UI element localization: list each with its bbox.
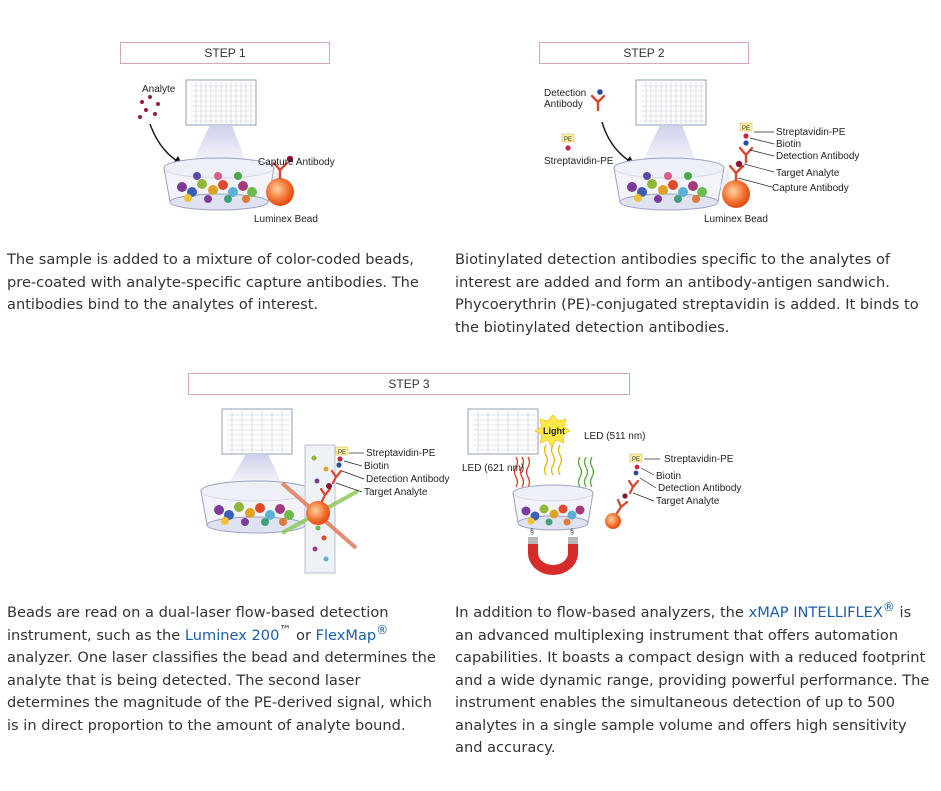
analyte-dots <box>138 95 160 119</box>
luminex-bead-icon <box>266 178 294 206</box>
flexmap-link[interactable]: FlexMap <box>315 626 377 644</box>
luminex-200-link[interactable]: Luminex 200 <box>184 626 280 644</box>
step3-title: STEP 3 <box>388 377 430 391</box>
svg-text:§: § <box>530 529 534 536</box>
biotin-label: Biotin <box>364 461 389 472</box>
step3-left-figure: PE Streptavidin-PE Biotin Detection Anti… <box>196 403 449 578</box>
step3-right-description: In addition to flow-based analyzers, the… <box>455 600 931 760</box>
microplate-icon <box>635 79 707 126</box>
left-desc-part2: or <box>291 626 316 644</box>
microplate-icon <box>467 408 539 455</box>
target-analyte-label: Target Analyte <box>656 496 720 507</box>
capture-antibody-label: Capture Antibody <box>258 157 335 168</box>
luminex-bead-label: Luminex Bead <box>704 214 768 225</box>
detection-antibody-icon <box>590 94 606 112</box>
detection-antibody-label-2: Antibody <box>544 99 583 110</box>
left-desc-part3: analyzer. One laser classifies the bead … <box>7 649 436 734</box>
detection-antibody-label: Detection Antibody <box>658 483 741 494</box>
step2-figure: Detection Antibody PE Streptavidin-PE <box>540 72 860 232</box>
luminex-bead-icon <box>306 501 330 525</box>
led-511-label: LED (511 nm) <box>584 431 646 442</box>
step3-title-box: STEP 3 <box>188 373 630 395</box>
sample-dish <box>613 157 725 211</box>
tm-mark: ™ <box>279 622 292 637</box>
microplate-icon <box>221 408 293 455</box>
step1-title-box: STEP 1 <box>120 42 330 64</box>
stack-biotin-label: Biotin <box>776 139 801 150</box>
pe-badge: PE <box>564 137 572 143</box>
step1-title: STEP 1 <box>204 46 246 60</box>
step2-title: STEP 2 <box>623 46 665 60</box>
analyte-label: Analyte <box>142 84 176 95</box>
streptavidin-pe-label: Streptavidin-PE <box>664 454 734 465</box>
sample-dish <box>512 484 594 531</box>
stack-capture-antibody-label: Capture Antibody <box>772 183 849 194</box>
light-burst-icon: Light <box>534 414 571 448</box>
detection-antibody-label-1: Detection <box>544 88 586 99</box>
detection-antibody-label: Detection Antibody <box>366 474 449 485</box>
pe-badge-stack: PE <box>742 126 750 132</box>
luminex-bead-icon <box>605 513 621 529</box>
step3-right-figure: Light LED (511 nm) LED (621 nm) §§ <box>460 403 741 588</box>
stack-target-analyte-label: Target Analyte <box>776 168 840 179</box>
step1-figure: Analyte Capture Antibody Luminex Bead <box>120 72 350 232</box>
sample-dish <box>163 157 275 211</box>
stack-detection-antibody-label: Detection Antibody <box>776 151 859 162</box>
stack-streptavidin-pe-label: Streptavidin-PE <box>776 127 846 138</box>
right-desc-part2: is an advanced multiplexing instrument t… <box>455 604 930 756</box>
svg-text:§: § <box>570 529 574 536</box>
light-label: Light <box>543 426 565 436</box>
xmap-intelliflex-link[interactable]: xMAP INTELLIFLEX <box>748 604 883 621</box>
luminex-bead-label: Luminex Bead <box>254 214 318 225</box>
sample-dish <box>200 480 312 534</box>
reg-mark: ® <box>882 600 895 615</box>
step1-description: The sample is added to a mixture of colo… <box>7 251 419 313</box>
streptavidin-pe-label: Streptavidin-PE <box>544 156 614 167</box>
step3-left-description: Beads are read on a dual-laser flow-base… <box>7 602 437 737</box>
magnet-icon: §§ <box>528 529 578 575</box>
luminex-bead-icon <box>722 180 750 208</box>
led-621-waves <box>513 456 531 488</box>
pe-badge: PE <box>338 450 346 456</box>
pe-badge: PE <box>632 457 640 463</box>
left-desc-part1: Beads are read on a dual-laser flow-base… <box>7 604 389 644</box>
streptavidin-pe-label: Streptavidin-PE <box>366 448 436 459</box>
led-621-label: LED (621 nm) <box>462 463 524 474</box>
step2-title-box: STEP 2 <box>539 42 749 64</box>
biotin-label: Biotin <box>656 471 681 482</box>
target-analyte-label: Target Analyte <box>364 487 428 498</box>
sandwich-antibody-icon <box>728 146 754 182</box>
right-desc-part1: In addition to flow-based analyzers, the <box>455 604 749 621</box>
microplate-icon <box>185 79 257 126</box>
led-511-waves <box>577 456 595 488</box>
capture-antibody-icon <box>272 161 289 180</box>
step2-description: Biotinylated detection antibodies specif… <box>455 251 919 336</box>
reg-mark: ® <box>376 622 389 637</box>
